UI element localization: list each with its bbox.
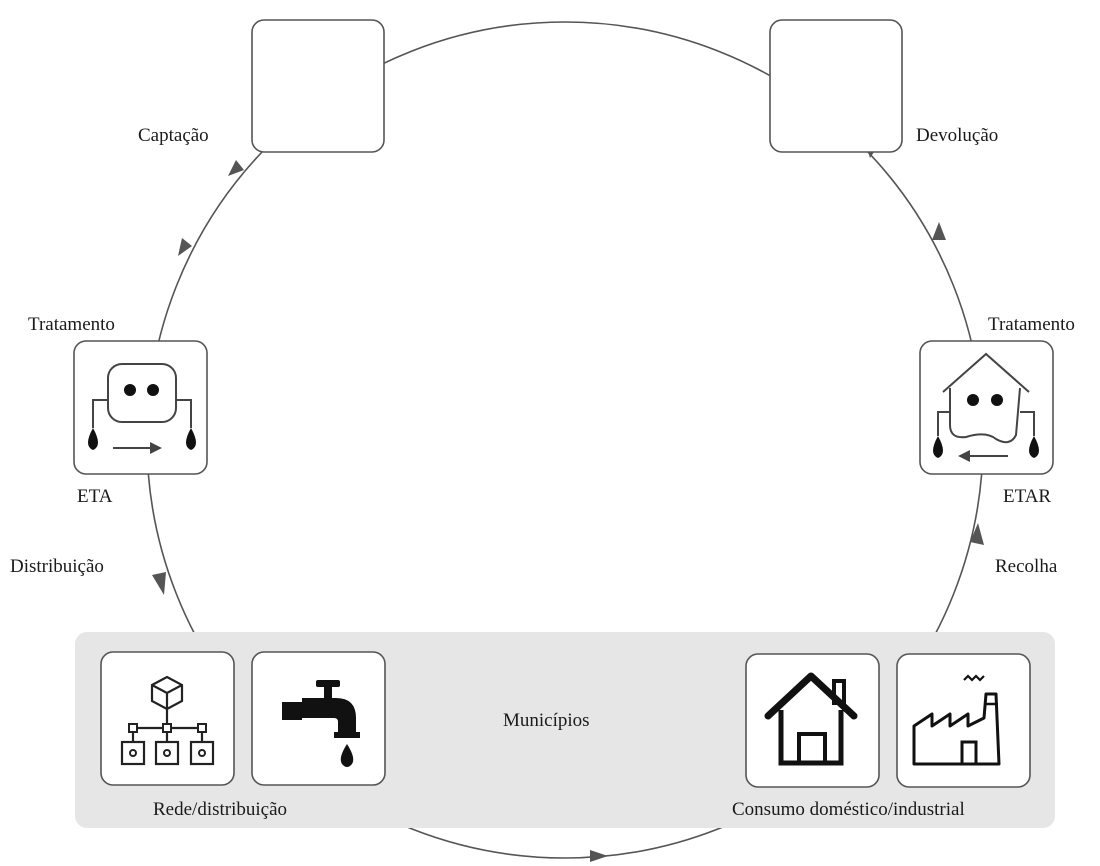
label-etar: ETAR <box>1003 486 1051 507</box>
label-recolha: Recolha <box>995 556 1058 577</box>
fabrica-box <box>896 653 1031 788</box>
label-municipios: Municípios <box>503 710 590 731</box>
label-consumo: Consumo doméstico/industrial <box>732 799 965 820</box>
eta-box <box>73 340 208 475</box>
casa-box <box>745 653 880 788</box>
etar-box <box>919 340 1054 475</box>
torneira-box <box>251 651 386 786</box>
label-rede-distribuicao: Rede/distribuição <box>153 799 287 820</box>
devolucao-water-box <box>769 19 903 153</box>
arrow-etar-up <box>932 222 946 240</box>
wastewater-treatment-plant-icon <box>933 352 1039 462</box>
label-eta: ETA <box>77 486 113 507</box>
label-distribuicao: Distribuição <box>10 556 104 577</box>
house-icon <box>764 672 858 766</box>
water-tap-icon <box>282 680 360 767</box>
rede-box <box>100 651 235 786</box>
arrow-distribuicao <box>152 572 166 595</box>
arrow-bottom <box>590 850 608 862</box>
arrow-captacao-2 <box>178 238 192 256</box>
water-waves-icon <box>251 19 385 153</box>
arrow-recolha <box>970 523 984 545</box>
cycle-arrows <box>152 138 984 862</box>
water-waves-icon <box>769 19 903 153</box>
water-treatment-plant-icon <box>88 363 196 454</box>
label-captacao: Captação <box>138 125 209 146</box>
arrow-captacao <box>228 160 244 176</box>
label-tratamento-etar: Tratamento <box>988 314 1075 335</box>
label-devolucao: Devolução <box>916 125 998 146</box>
distribution-network-icon <box>120 675 215 766</box>
captacao-water-box <box>251 19 385 153</box>
factory-icon <box>912 674 1001 766</box>
label-tratamento-eta: Tratamento <box>28 314 115 335</box>
